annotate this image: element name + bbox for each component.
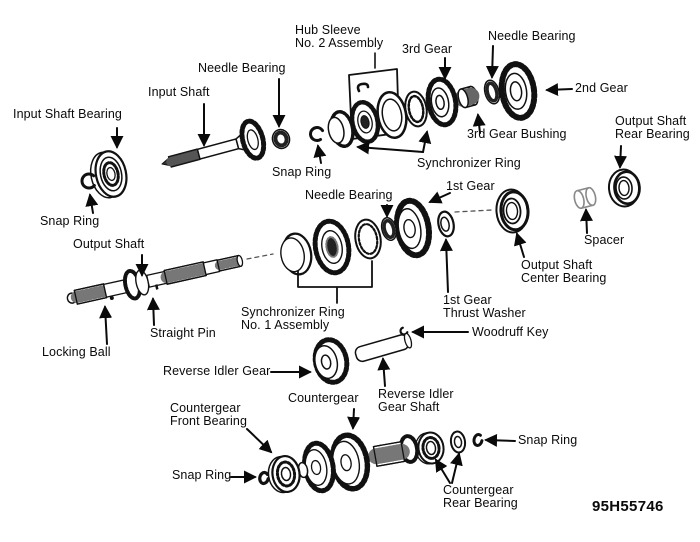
leader-output-shaft-center-bearing (513, 232, 527, 258)
leader-countergear-rear-bearing-a (434, 458, 451, 484)
leader-countergear-rear-bearing-b (450, 452, 463, 484)
leader-synchronizer-ring-a (356, 141, 424, 155)
leader-countergear-front-bearing (246, 428, 273, 454)
leader-first-gear-thrust-washer (439, 238, 453, 293)
third-gear-drawing (425, 76, 459, 128)
label-spacer: Spacer (584, 233, 625, 247)
label-reverse-idler-gear: Reverse Idler Gear (163, 364, 271, 378)
assembly-axis-dashes-right (454, 209, 493, 213)
callout-arrows (85, 45, 628, 484)
countergear-front-bearing-drawing (267, 454, 301, 494)
label-hub-sleeve-no2-assembly: Hub Sleeve No. 2 Assembly (295, 23, 384, 51)
label-snap-ring-bottom-right: Snap Ring (518, 433, 578, 447)
label-straight-pin: Straight Pin (150, 326, 216, 340)
countergear-gear2-drawing (329, 432, 371, 492)
output-shaft-drawing (66, 254, 244, 305)
label-countergear-front-bearing: Countergear Front Bearing (170, 401, 248, 429)
leader-first-gear (428, 191, 451, 204)
label-woodruff-key: Woodruff Key (472, 325, 549, 339)
spacer-drawing (573, 186, 597, 210)
label-snap-ring-left: Snap Ring (40, 214, 100, 228)
figure-part-code: 95H55746 (592, 498, 664, 515)
label-countergear: Countergear (288, 391, 359, 405)
first-gear-drawing (394, 197, 432, 259)
label-locking-ball: Locking Ball (42, 345, 111, 359)
leader-snap-ring-left (85, 193, 99, 214)
sync1-ring-right-drawing (354, 218, 382, 260)
sync1-hub-drawing (312, 218, 352, 276)
synchronizer-ring-2-drawing (404, 90, 428, 128)
synchronizer-cone-ring-drawing (327, 109, 355, 149)
second-gear-drawing (498, 61, 538, 121)
leader-spacer (579, 208, 593, 234)
input-shaft-bearing-drawing (89, 150, 128, 199)
needle-bearing-right-drawing (483, 79, 501, 105)
label-sync-ring-no1-assembly: Synchronizer Ring No. 1 Assembly (241, 305, 345, 333)
leader-third-gear-bushing (472, 113, 486, 134)
assembly-axis-dashes-left (246, 253, 274, 260)
leader-straight-pin (146, 297, 160, 326)
output-shaft-center-bearing-drawing (495, 188, 530, 234)
output-shaft-rear-bearing-drawing (607, 168, 641, 208)
first-gear-thrust-washer-drawing (437, 210, 455, 238)
snap-ring-mid-drawing (309, 126, 325, 142)
leader-needle-bearing-right (485, 45, 499, 79)
label-output-shaft: Output Shaft (73, 237, 145, 251)
label-input-shaft-bearing: Input Shaft Bearing (13, 107, 122, 121)
countergear-washer-drawing (449, 430, 467, 454)
sync1-bracket (297, 260, 373, 304)
label-needle-bearing-top: Needle Bearing (198, 61, 286, 75)
leader-synchronizer-ring-b (418, 130, 432, 153)
sync1-ring-left-drawing (280, 232, 313, 276)
snap-ring-bottom-right-drawing (472, 433, 484, 447)
third-gear-bushing-drawing (454, 85, 482, 109)
leader-countergear (347, 408, 361, 430)
leader-snap-ring-mid (313, 144, 327, 164)
label-snap-ring-bottom-left: Snap Ring (172, 468, 232, 482)
input-shaft-drawing (161, 118, 267, 168)
label-first-gear: 1st Gear (446, 179, 495, 193)
label-countergear-rear-bearing: Countergear Rear Bearing (443, 483, 518, 511)
reverse-idler-gear-shaft-drawing (354, 332, 413, 363)
leader-reverse-idler-gear-shaft (377, 357, 391, 387)
countergear-rear-bearing-drawing (414, 431, 445, 465)
leader-snap-ring-bottom-right (484, 433, 516, 447)
label-snap-ring-mid: Snap Ring (272, 165, 332, 179)
label-output-shaft-rear-bearing: Output Shaft Rear Bearing (615, 114, 690, 142)
label-reverse-idler-gear-shaft: Reverse Idler Gear Shaft (378, 387, 454, 415)
label-input-shaft: Input Shaft (148, 85, 210, 99)
snap-ring-bottom-left-drawing (258, 470, 270, 486)
label-second-gear: 2nd Gear (575, 81, 628, 95)
countergear-spline-shaft-drawing (368, 441, 410, 467)
needle-bearing-top-drawing (271, 128, 291, 150)
label-output-shaft-center-bearing: Output Shaft Center Bearing (521, 258, 607, 286)
snap-ring-left-drawing (80, 172, 98, 190)
leader-second-gear (545, 83, 573, 97)
label-third-gear: 3rd Gear (402, 42, 453, 56)
label-third-gear-bushing: 3rd Gear Bushing (467, 127, 567, 141)
reverse-idler-gear-drawing (312, 337, 350, 385)
label-first-gear-thrust-washer: 1st Gear Thrust Washer (443, 293, 526, 321)
label-needle-bearing-right: Needle Bearing (488, 29, 576, 43)
leader-output-shaft-rear-bearing (614, 145, 628, 169)
label-needle-bearing-mid: Needle Bearing (305, 188, 393, 202)
label-synchronizer-ring: Synchronizer Ring (417, 156, 521, 170)
leader-locking-ball (99, 305, 113, 345)
